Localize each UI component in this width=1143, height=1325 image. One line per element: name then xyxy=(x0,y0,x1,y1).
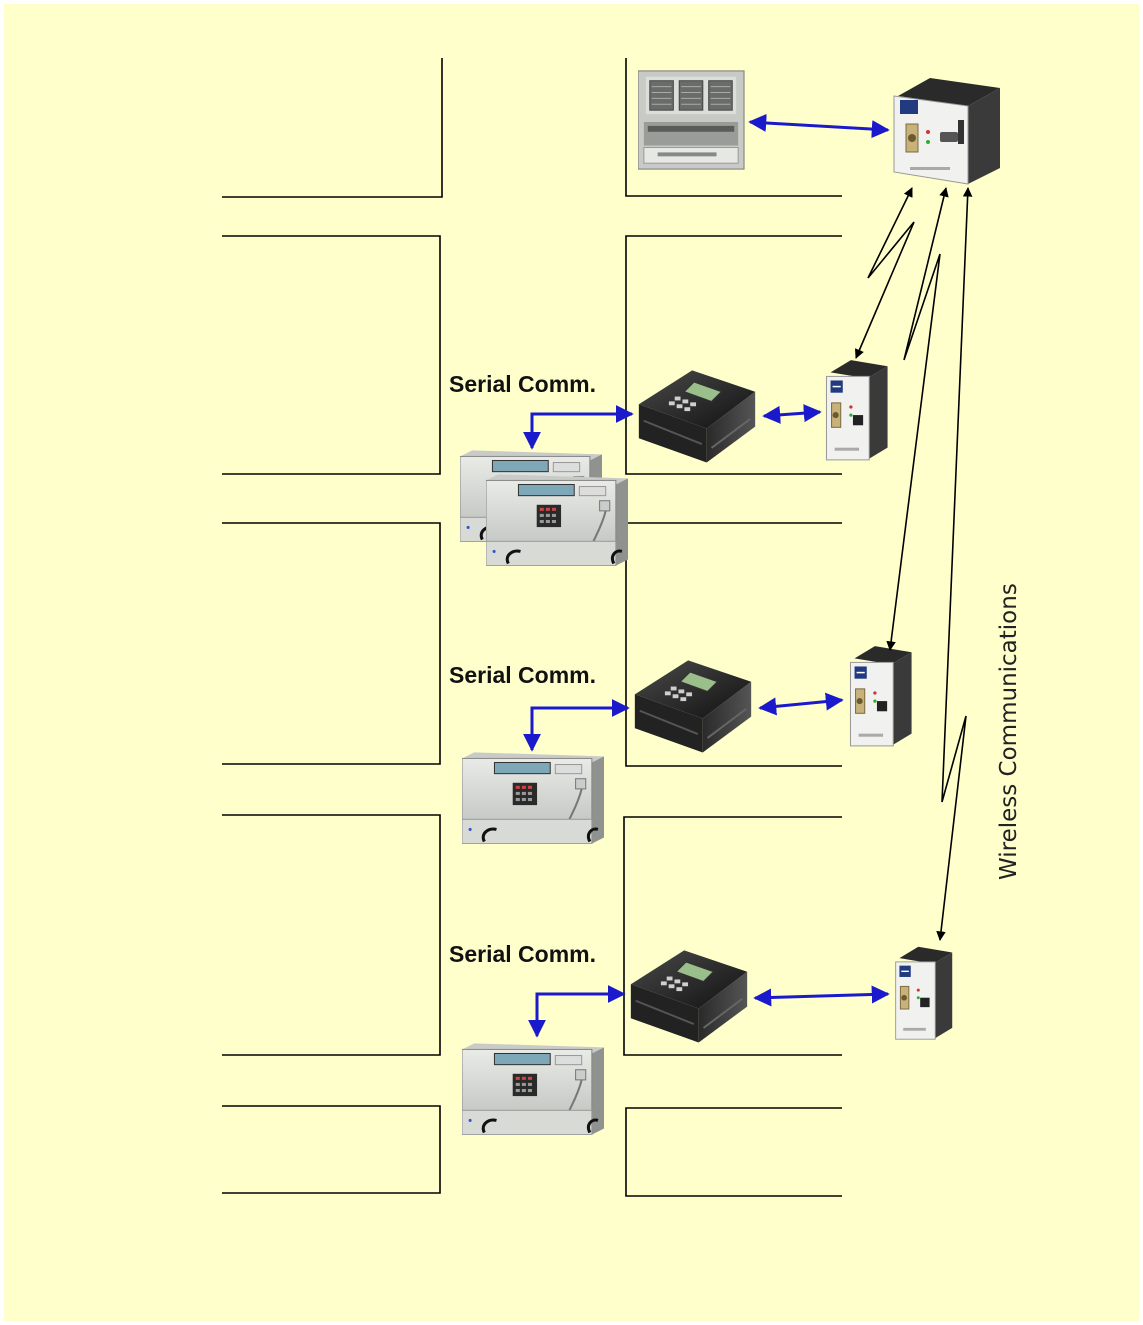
serial-links xyxy=(523,113,890,1038)
wireless-links xyxy=(854,187,973,941)
serial-comm-label: Serial Comm. xyxy=(449,662,596,688)
serial-comm-label: Serial Comm. xyxy=(449,371,596,397)
traffic-controller-icon xyxy=(462,1043,604,1135)
serial-comm-label: Serial Comm. xyxy=(449,941,596,967)
master-computer-icon xyxy=(638,70,745,170)
master-radio-modem-icon xyxy=(893,77,1001,185)
wireless-communications-label: Wireless Communications xyxy=(996,583,1022,880)
traffic-controller-icon xyxy=(462,752,604,844)
traffic-controller-icon xyxy=(486,474,628,566)
road-map-lines xyxy=(222,58,842,1197)
